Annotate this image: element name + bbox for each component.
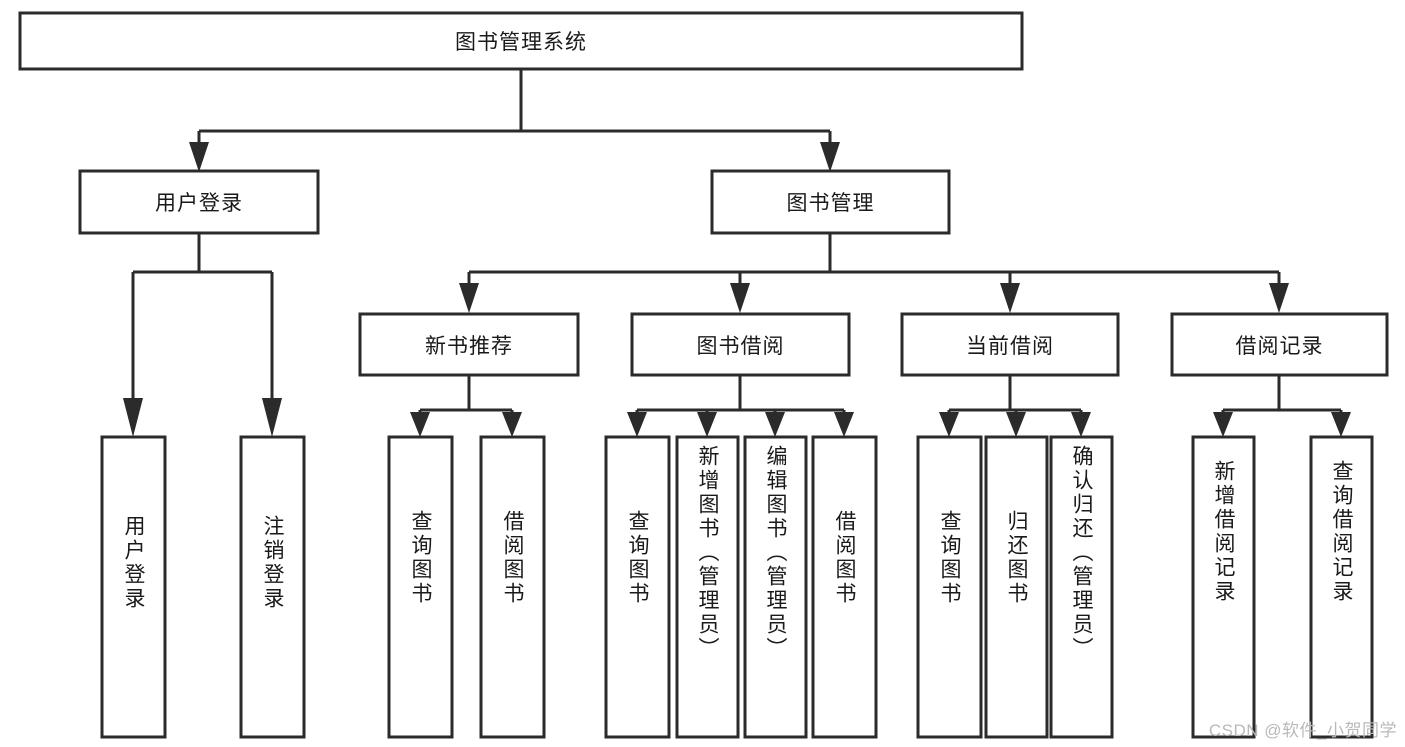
arrowhead-leaf-logout-login [262, 398, 282, 437]
arrowhead-leaf-edit-book [765, 412, 785, 437]
node-box-new-book-recommend[interactable] [358, 312, 580, 377]
connector-group-new-book-recommend [410, 375, 522, 437]
connector-group-book-borrow [627, 375, 854, 437]
node-box-leaf-borrow-book-2[interactable] [811, 435, 878, 739]
connector-group-root [189, 69, 840, 172]
node-box-leaf-query-record[interactable] [1309, 435, 1374, 739]
node-box-leaf-query-book-3[interactable] [916, 435, 983, 739]
connector-group-user-login [123, 233, 282, 437]
arrowhead-leaf-borrow-book-2 [834, 412, 854, 437]
arrowhead-leaf-borrow-book-1 [502, 412, 522, 437]
node-box-leaf-query-book-2[interactable] [604, 435, 671, 739]
arrowhead-current-borrow [1000, 283, 1020, 313]
arrowhead-leaf-query-book-1 [410, 412, 430, 437]
arrowhead-leaf-add-book [697, 412, 717, 437]
arrowhead-leaf-add-record [1213, 412, 1233, 437]
node-box-root[interactable] [18, 11, 1024, 71]
arrowhead-borrow-record [1269, 283, 1289, 313]
arrowhead-leaf-return-book [1006, 412, 1026, 437]
arrowhead-new-book-recommend [459, 283, 479, 313]
node-box-leaf-user-login[interactable] [100, 435, 167, 739]
connector-group-book-manage [459, 233, 1289, 313]
connector-group-current-borrow [939, 375, 1091, 437]
watermark-text: CSDN @软件_小贺同学 [1208, 721, 1397, 740]
arrowhead-leaf-confirm-return [1071, 412, 1091, 437]
node-box-user-login[interactable] [78, 169, 320, 235]
arrowhead-leaf-query-book-3 [939, 412, 959, 437]
node-box-leaf-borrow-book-1[interactable] [479, 435, 546, 739]
node-box-leaf-return-book[interactable] [984, 435, 1049, 739]
connector-group-borrow-record [1213, 375, 1351, 437]
node-box-leaf-confirm-return[interactable] [1049, 435, 1114, 739]
node-box-leaf-logout-login[interactable] [239, 435, 306, 739]
node-box-leaf-add-book[interactable] [675, 435, 740, 739]
arrowhead-user-login [189, 142, 209, 172]
arrowhead-leaf-query-record [1331, 412, 1351, 437]
arrowhead-leaf-user-login [123, 398, 143, 437]
arrowhead-book-manage [820, 142, 840, 172]
node-box-current-borrow[interactable] [900, 312, 1120, 377]
node-box-book-manage[interactable] [710, 169, 951, 235]
arrowhead-book-borrow [730, 283, 750, 313]
node-box-borrow-record[interactable] [1170, 312, 1389, 377]
node-box-leaf-query-book-1[interactable] [387, 435, 454, 739]
node-box-leaf-edit-book[interactable] [743, 435, 808, 739]
arrowhead-leaf-query-book-2 [627, 412, 647, 437]
node-box-book-borrow[interactable] [630, 312, 851, 377]
node-box-leaf-add-record[interactable] [1191, 435, 1256, 739]
